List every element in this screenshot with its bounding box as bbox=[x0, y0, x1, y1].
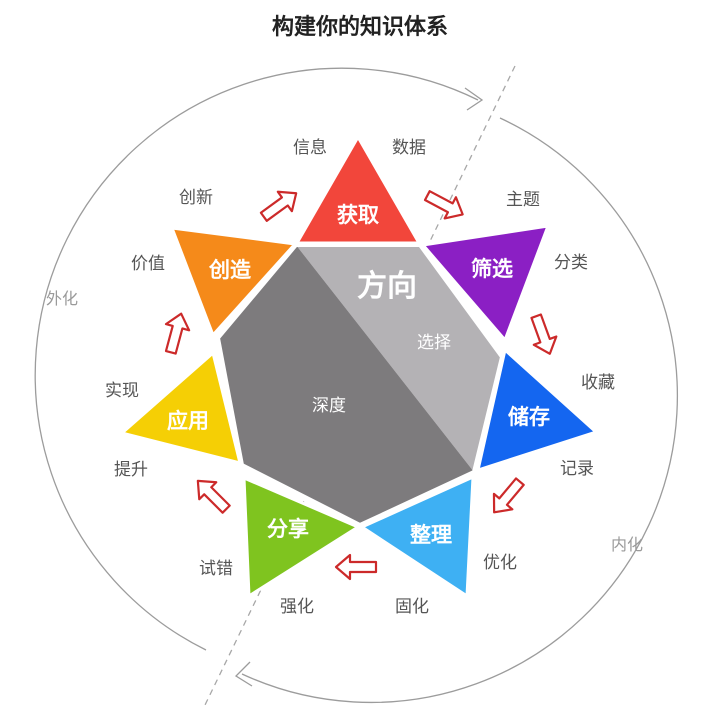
flow-arrow-icon bbox=[334, 553, 378, 581]
step-triangle-zhengli bbox=[358, 474, 475, 599]
flow-arrow-icon bbox=[423, 190, 464, 220]
outer-label-qianghua: 强化 bbox=[280, 597, 314, 617]
outer-label-shicuo: 试错 bbox=[199, 559, 233, 579]
step-label-chucun: 储存 bbox=[508, 405, 550, 429]
outer-cycle bbox=[34, 67, 679, 704]
central-hexagon bbox=[215, 243, 505, 528]
outer-label-shoucang: 收藏 bbox=[581, 373, 615, 393]
step-triangle-fenxiang bbox=[242, 475, 362, 599]
step-label-fenxiang: 分享 bbox=[267, 517, 309, 541]
flow-arrows bbox=[164, 190, 558, 581]
outer-label-xinxi: 信息 bbox=[293, 138, 327, 158]
step-triangle-yingyong bbox=[118, 350, 243, 466]
outer-label-guhua: 固化 bbox=[395, 597, 429, 617]
center-label-shendu: 深度 bbox=[312, 396, 346, 416]
step-triangle-shaixuan bbox=[420, 224, 551, 343]
center-label-xuanze: 选择 bbox=[417, 333, 451, 353]
step-label-shaixuan: 筛选 bbox=[471, 257, 513, 281]
outer-label-shuju: 数据 bbox=[392, 138, 426, 158]
cycle-label-waihua: 外化 bbox=[46, 289, 78, 308]
outer-label-jilu: 记录 bbox=[560, 459, 594, 479]
outer-label-jiazhi: 价值 bbox=[131, 254, 165, 274]
cycle-label-neihua: 内化 bbox=[611, 535, 643, 554]
outer-label-youhua: 优化 bbox=[483, 553, 517, 573]
step-triangle-chucun bbox=[475, 347, 599, 473]
outer-label-chuangxin: 创新 bbox=[179, 188, 213, 208]
outer-arc-bottom-right bbox=[241, 117, 679, 704]
cycle-arrowhead-top-icon bbox=[464, 87, 484, 111]
flow-arrow-icon bbox=[196, 479, 231, 514]
outer-label-tisheng: 提升 bbox=[114, 460, 148, 480]
hexagon-light-half bbox=[296, 245, 502, 472]
flow-arrow-icon bbox=[530, 313, 558, 355]
flow-arrow-icon bbox=[492, 477, 525, 514]
step-label-chuangzao: 创造 bbox=[208, 258, 252, 282]
step-triangle-huoqu bbox=[294, 133, 422, 245]
flow-arrow-icon bbox=[164, 312, 191, 355]
step-label-huoqu: 获取 bbox=[337, 203, 379, 227]
hexagon-outline bbox=[215, 243, 505, 528]
step-triangle-chuangzao bbox=[169, 226, 299, 338]
outer-label-shixian: 实现 bbox=[105, 381, 139, 401]
outer-arc-top-left bbox=[34, 67, 479, 651]
center-label-fangxiang: 方向 bbox=[357, 269, 417, 304]
outer-label-zhuti: 主题 bbox=[506, 190, 540, 210]
outer-label-fenlei: 分类 bbox=[554, 253, 588, 273]
cycle-arrowhead-bottom-icon bbox=[234, 661, 253, 687]
flow-arrow-icon bbox=[259, 190, 298, 222]
step-label-zhengli: 整理 bbox=[410, 523, 452, 547]
step-label-yingyong: 应用 bbox=[167, 409, 209, 433]
diagram-title: 构建你的知识体系 bbox=[272, 14, 448, 40]
hexagon-dark-half bbox=[218, 245, 474, 525]
